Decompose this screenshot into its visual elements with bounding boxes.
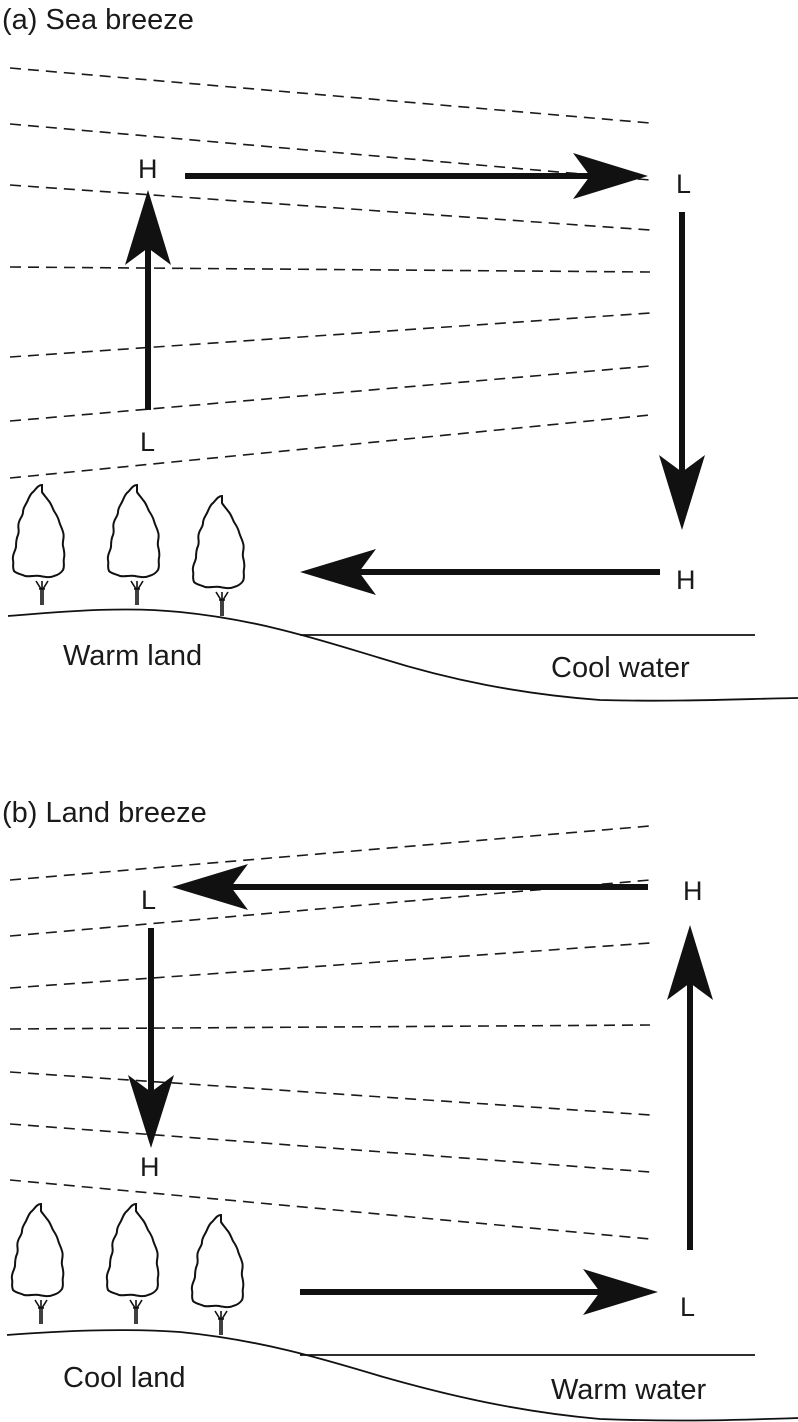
arrow-head-icon (172, 864, 248, 910)
panel-title: (a) Sea breeze (2, 4, 194, 36)
isobar-line (9, 1024, 651, 1030)
sinking-arrow (659, 212, 705, 530)
tree-icon (106, 484, 161, 606)
tree-icon (191, 495, 246, 617)
trees (10, 1203, 245, 1336)
aloft-arrow (185, 153, 648, 199)
isobar-line (9, 1071, 651, 1116)
isobar-line (9, 942, 651, 989)
arrow-head-icon (583, 1269, 658, 1315)
surface-label-land: Cool land (63, 1362, 186, 1394)
isobars (9, 67, 651, 479)
isobar-line (9, 1123, 651, 1173)
pressure-label-water-upper: H (683, 876, 703, 906)
pressure-label-land-upper: H (138, 154, 158, 184)
pressure-label-water-upper: L (676, 169, 691, 199)
pressure-label-water-lower: L (680, 1292, 695, 1322)
isobar-line (9, 266, 651, 273)
arrow-head-icon (667, 925, 713, 1000)
surface-label-land: Warm land (63, 640, 202, 672)
pressure-label-land-upper: L (141, 885, 156, 915)
ground-line (6, 1329, 798, 1422)
surface-label-water: Warm water (551, 1374, 707, 1406)
tree-icon (10, 1203, 65, 1325)
isobar-line (9, 67, 651, 124)
rising-arrow (125, 190, 171, 410)
sinking-arrow (128, 928, 174, 1148)
isobar-line (9, 312, 651, 358)
rising-arrow (667, 925, 713, 1250)
isobar-line (9, 825, 651, 881)
surface-label-water: Cool water (551, 652, 690, 684)
isobar-line (9, 414, 651, 479)
arrow-head-icon (573, 153, 648, 199)
isobar-line (9, 365, 651, 422)
aloft-arrow (172, 864, 648, 910)
pressure-label-land-lower: H (140, 1152, 160, 1182)
surface-arrow (300, 1269, 658, 1315)
isobar-line (9, 123, 651, 181)
pressure-label-water-lower: H (676, 565, 696, 595)
arrow-head-icon (128, 1075, 174, 1148)
arrow-head-icon (300, 549, 376, 595)
tree-icon (105, 1203, 160, 1325)
panel-land-breeze: (b) Land breeze L H H L (2, 797, 798, 1422)
surface-arrow (300, 549, 660, 595)
isobar-line (9, 1179, 651, 1240)
tree-icon (11, 484, 66, 606)
panel-sea-breeze: (a) Sea breeze H L L H (2, 4, 798, 702)
ground-line (7, 608, 798, 702)
pressure-label-land-lower: L (140, 427, 155, 457)
tree-icon (190, 1214, 245, 1336)
arrow-head-icon (125, 190, 171, 265)
isobar-line (9, 184, 651, 231)
arrow-head-icon (659, 455, 705, 530)
trees (11, 484, 246, 617)
panel-title: (b) Land breeze (2, 797, 207, 829)
